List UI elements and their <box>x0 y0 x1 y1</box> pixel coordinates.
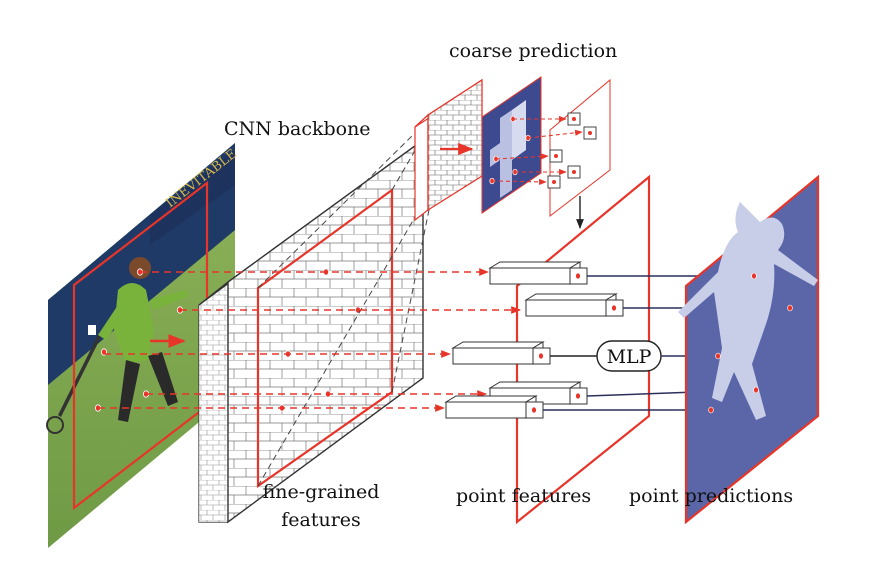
point-predictions-panel <box>678 174 820 525</box>
input-image: INEVITABLE <box>46 143 240 548</box>
fine-grained-label-line1: fine-grained <box>262 481 380 503</box>
point-features-label: point features <box>456 485 592 507</box>
coarse-head <box>414 76 611 229</box>
point-predictions-label: point predictions <box>629 485 794 507</box>
mlp-label: MLP <box>607 346 652 368</box>
feature-sampling-arrows <box>98 268 521 412</box>
coarse-prediction-label: coarse prediction <box>449 40 618 62</box>
cnn-backbone-label: CNN backbone <box>224 118 371 140</box>
point-features-panel <box>444 174 651 525</box>
mlp-node: MLP <box>550 340 662 372</box>
fine-grained-label-line2: features <box>281 509 361 531</box>
